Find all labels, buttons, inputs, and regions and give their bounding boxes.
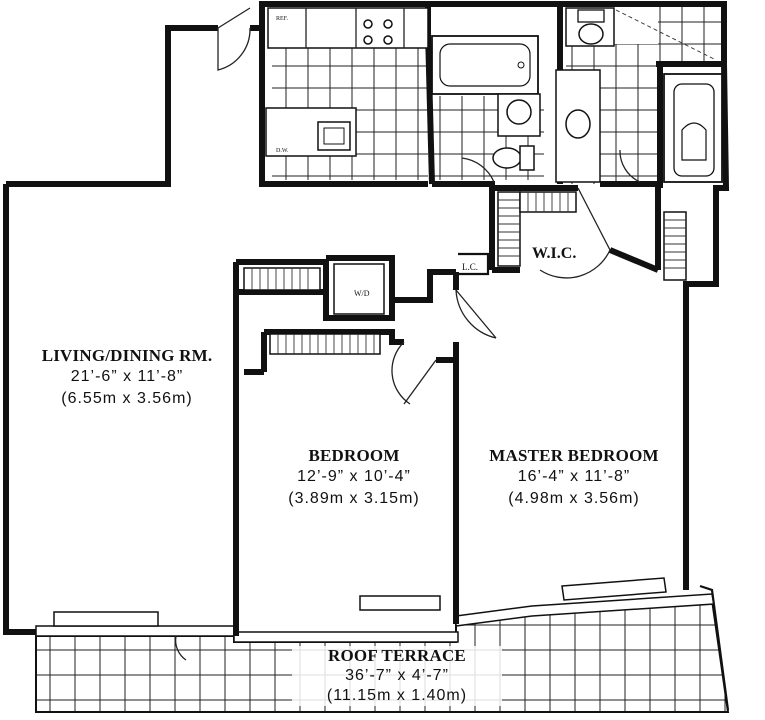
window-edge (35, 577, 730, 711)
stove-burners (363, 19, 393, 45)
living-room-dim-metric: (6.55m x 3.56m) (61, 390, 193, 407)
kitchen-fixtures (265, 7, 429, 157)
doors (174, 7, 641, 661)
roof-terrace-dim-imperial: 36’-7” x 4’-7” (345, 667, 449, 684)
bedroom-name: BEDROOM (308, 446, 400, 465)
living-room-label: LIVING/DINING RM. 21’-6” x 11’-8” (6.55m… (22, 346, 232, 410)
bath-fixtures (431, 7, 723, 183)
roof-terrace-name: ROOF TERRACE (328, 646, 466, 665)
roof-terrace-dim-metric: (11.15m x 1.40m) (326, 687, 468, 704)
washer-dryer (333, 263, 385, 315)
master-bedroom-label: MASTER BEDROOM 16’-4” x 11’-8” (4.98m x … (474, 446, 674, 510)
bedroom-label: BEDROOM 12’-9” x 10’-4” (3.89m x 3.15m) (254, 446, 454, 510)
master-bedroom-dim-metric: (4.98m x 3.56m) (508, 490, 640, 507)
bedroom-dim-imperial: 12’-9” x 10’-4” (297, 468, 411, 485)
dw-label: D.W. (276, 148, 289, 154)
wd-label: W/D (354, 289, 370, 298)
living-room-name: LIVING/DINING RM. (41, 346, 213, 365)
wic-label: W.I.C. (532, 245, 576, 262)
lc-label: L.C. (462, 262, 478, 272)
ref-label: REF. (276, 16, 289, 22)
roof-terrace-label: ROOF TERRACE 36’-7” x 4’-7” (11.15m x 1.… (292, 646, 502, 706)
master-bedroom-dim-imperial: 16’-4” x 11’-8” (517, 468, 631, 485)
master-bedroom-name: MASTER BEDROOM (489, 446, 659, 465)
bedroom-dim-metric: (3.89m x 3.15m) (288, 490, 420, 507)
living-room-dim-imperial: 21’-6” x 11’-8” (70, 368, 184, 385)
closet-shelving (243, 191, 687, 355)
